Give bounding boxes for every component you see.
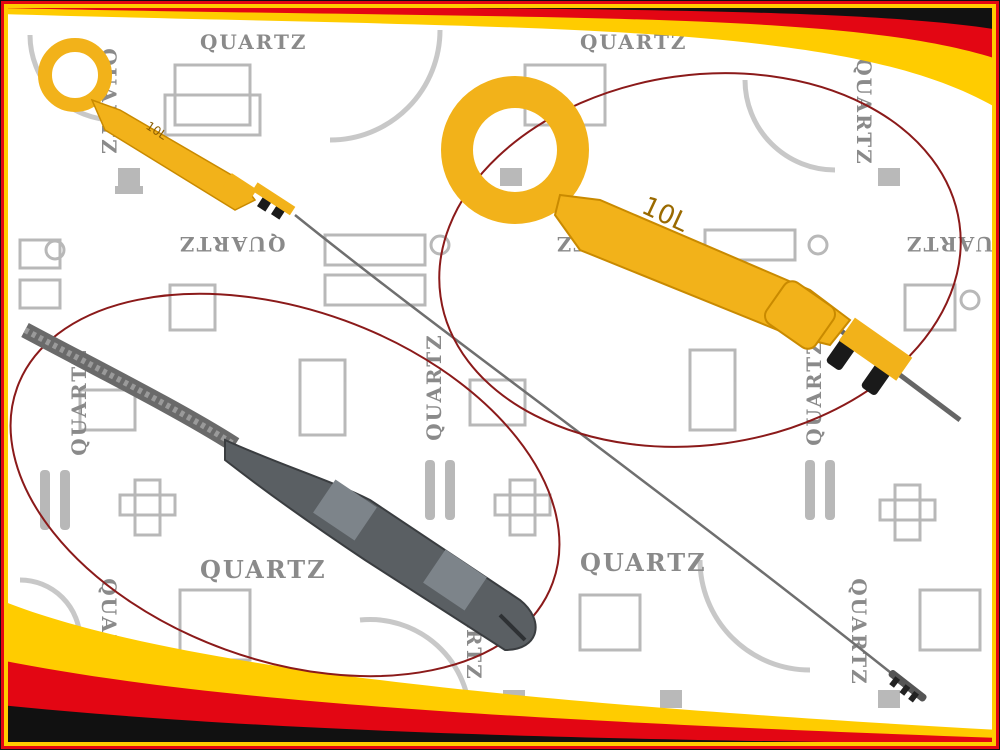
part-outline (878, 483, 937, 542)
part-outline (118, 168, 140, 186)
handle-detail-ellipse (438, 72, 962, 448)
dipstick-tip (888, 669, 927, 703)
part-outline (18, 238, 62, 270)
part-outline (44, 239, 66, 261)
top-yellow-swoosh (0, 0, 1000, 110)
part-outline (918, 588, 982, 652)
dipstick-handle-small (38, 38, 296, 220)
watermark-text: QUARTZ (200, 30, 308, 54)
part-outline (168, 283, 217, 332)
part-outline (660, 690, 682, 708)
watermark-text: QUARTZ (580, 548, 707, 577)
part-outline (40, 470, 50, 530)
part-outline (825, 460, 835, 520)
part-outline (578, 593, 642, 652)
part-outline (425, 460, 435, 520)
part-outline (959, 289, 981, 311)
tip-detail-view (21, 322, 537, 652)
dipstick-rod (294, 214, 926, 701)
part-outline (878, 690, 900, 708)
part-outline (18, 278, 62, 310)
arc-decoration (697, 559, 811, 673)
bottom-black-swoosh (0, 705, 1000, 750)
part-outline (807, 234, 829, 256)
part-outline (688, 348, 737, 432)
top-red-swoosh (0, 0, 1000, 60)
part-outline (115, 186, 143, 194)
part-outline (878, 168, 900, 186)
part-outline (805, 460, 815, 520)
part-outline (429, 234, 451, 256)
part-outline (163, 93, 262, 137)
part-outline (60, 470, 70, 530)
arc-decoration (329, 29, 443, 143)
arc-decoration (742, 79, 836, 173)
part-outline (493, 478, 552, 537)
handle-detail-view (441, 76, 962, 422)
part-outline (118, 478, 177, 537)
part-outline (323, 233, 427, 267)
part-outline (500, 168, 522, 186)
watermark-text: QUARTZ (200, 555, 327, 584)
part-outline (78, 388, 137, 432)
frame-yellow (4, 4, 996, 746)
part-outline (298, 358, 347, 437)
part-outline (445, 460, 455, 520)
part-outline (323, 273, 427, 307)
part-outline (468, 378, 527, 427)
tip-detail-ellipse (9, 292, 561, 678)
